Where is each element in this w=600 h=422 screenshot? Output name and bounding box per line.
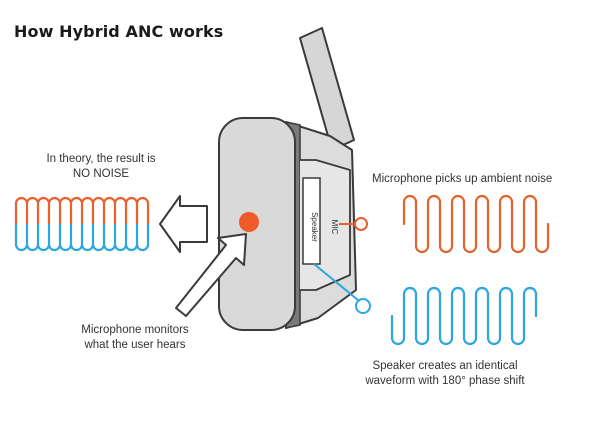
page-title: How Hybrid ANC works [14,22,224,41]
speaker-connector-icon [355,298,371,314]
monitor-caption: Microphone monitors what the user hears [60,323,210,353]
speaker-label: Speaker [310,212,319,242]
speaker-caption-line1: Speaker creates an identical [372,360,518,372]
noise-waveform [402,194,550,254]
anti-noise-waveform [390,286,538,346]
mic-caption: Microphone picks up ambient noise [372,173,553,185]
speaker-caption: Speaker creates an identical waveform wi… [340,359,550,389]
result-caption-line1: In theory, the result is [46,153,156,165]
feedback-mic-dot [239,212,259,232]
result-anti-waveform [14,224,150,252]
speaker-caption-line2: waveform with 180° phase shift [365,375,525,387]
headband-icon [299,27,355,151]
result-noise-waveform [14,196,150,224]
monitor-caption-line2: what the user hears [84,339,186,351]
external-mic-icon [354,217,368,231]
left-arrow-icon [159,195,208,253]
result-caption: In theory, the result is NO NOISE [26,152,176,182]
mic-label: MIC [330,220,339,235]
monitor-caption-line1: Microphone monitors [81,324,189,336]
result-caption-line2: NO NOISE [72,168,130,180]
ear-cup: Speaker MIC [218,117,357,331]
diagonal-arrow-icon [175,233,247,317]
